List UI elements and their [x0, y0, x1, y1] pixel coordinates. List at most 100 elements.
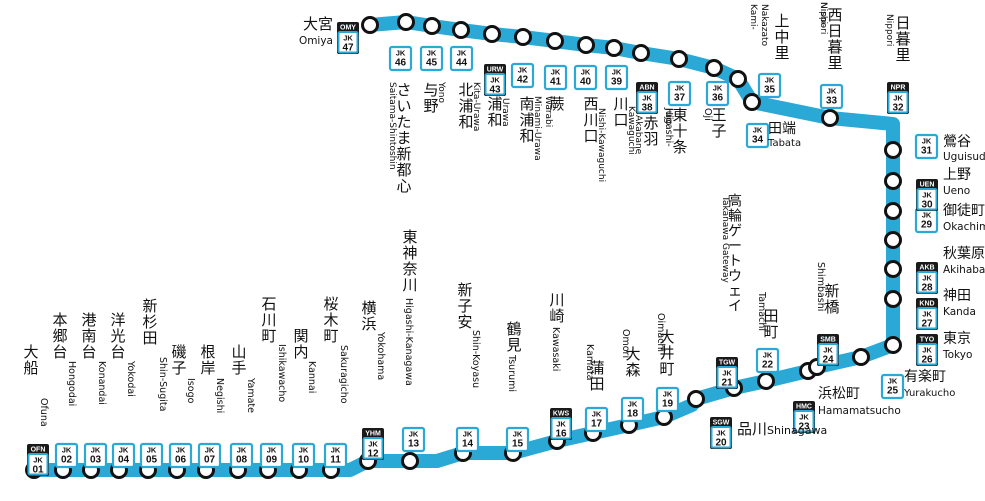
station-dot-42[interactable]	[514, 28, 532, 46]
line-code-label: JK	[513, 430, 523, 439]
station-dot-39[interactable]	[605, 39, 623, 57]
station-name-ja: 上野	[943, 167, 971, 183]
station-dot-34[interactable]	[743, 93, 761, 111]
station-name-en: Kita-Urawa	[471, 82, 481, 131]
station-name-en: Ueno	[943, 185, 970, 197]
station-name-ja-char: 日	[827, 22, 842, 40]
station-dot-43[interactable]	[483, 25, 501, 43]
station-dot-31[interactable]	[884, 172, 902, 190]
station-dot-37[interactable]	[670, 50, 688, 68]
station-dot-13[interactable]	[401, 452, 419, 470]
station-dot-47[interactable]	[361, 16, 379, 34]
station-dot-35[interactable]	[729, 70, 747, 88]
line-code-label: JK	[205, 446, 215, 455]
number-box	[887, 91, 909, 114]
station-dot-38[interactable]	[632, 44, 650, 62]
station-dot-41[interactable]	[546, 32, 564, 50]
station-dot-40[interactable]	[577, 36, 595, 54]
station-name-ja-char: 新	[396, 145, 411, 163]
station-dot-45[interactable]	[423, 17, 441, 35]
station-dot-32[interactable]	[884, 141, 902, 159]
station-dot-22[interactable]	[757, 372, 775, 390]
station-dot-25[interactable]	[852, 348, 870, 366]
hub-code-label: KND	[919, 301, 934, 308]
station-dot-33[interactable]	[821, 109, 839, 127]
station-name-ja-char: 子	[457, 297, 472, 315]
number-box	[139, 442, 164, 469]
station-dot-44[interactable]	[452, 21, 470, 39]
station-name-en: Ofuna	[38, 398, 49, 427]
line-code-label: JK	[827, 87, 837, 96]
station-name-ja-char: 岸	[200, 359, 215, 377]
number-box	[337, 31, 359, 54]
hub-code-label: HMC	[796, 404, 812, 411]
station-name-ja-char: 本	[52, 311, 67, 329]
station-dot-28[interactable]	[884, 260, 902, 278]
station-name-ja: 東京	[943, 331, 971, 347]
station-dot-29[interactable]	[884, 231, 902, 249]
station-name-ja-char: ー	[728, 238, 742, 254]
line-code-label: JK	[463, 430, 473, 439]
station-dot-20[interactable]	[687, 390, 705, 408]
station-name-ja-char: さ	[396, 81, 411, 99]
line-code-label: JK	[518, 66, 528, 75]
station-dot-30[interactable]	[884, 202, 902, 220]
station-dot-27[interactable]	[884, 290, 902, 308]
station-name-ja-char: 磯	[171, 343, 186, 361]
station-dot-36[interactable]	[705, 59, 723, 77]
station-name-ja-char: 田	[142, 329, 157, 347]
station-name-ja-char: 与	[423, 81, 438, 99]
station-dot-46[interactable]	[397, 13, 415, 31]
station-dot-26[interactable]	[884, 336, 902, 354]
